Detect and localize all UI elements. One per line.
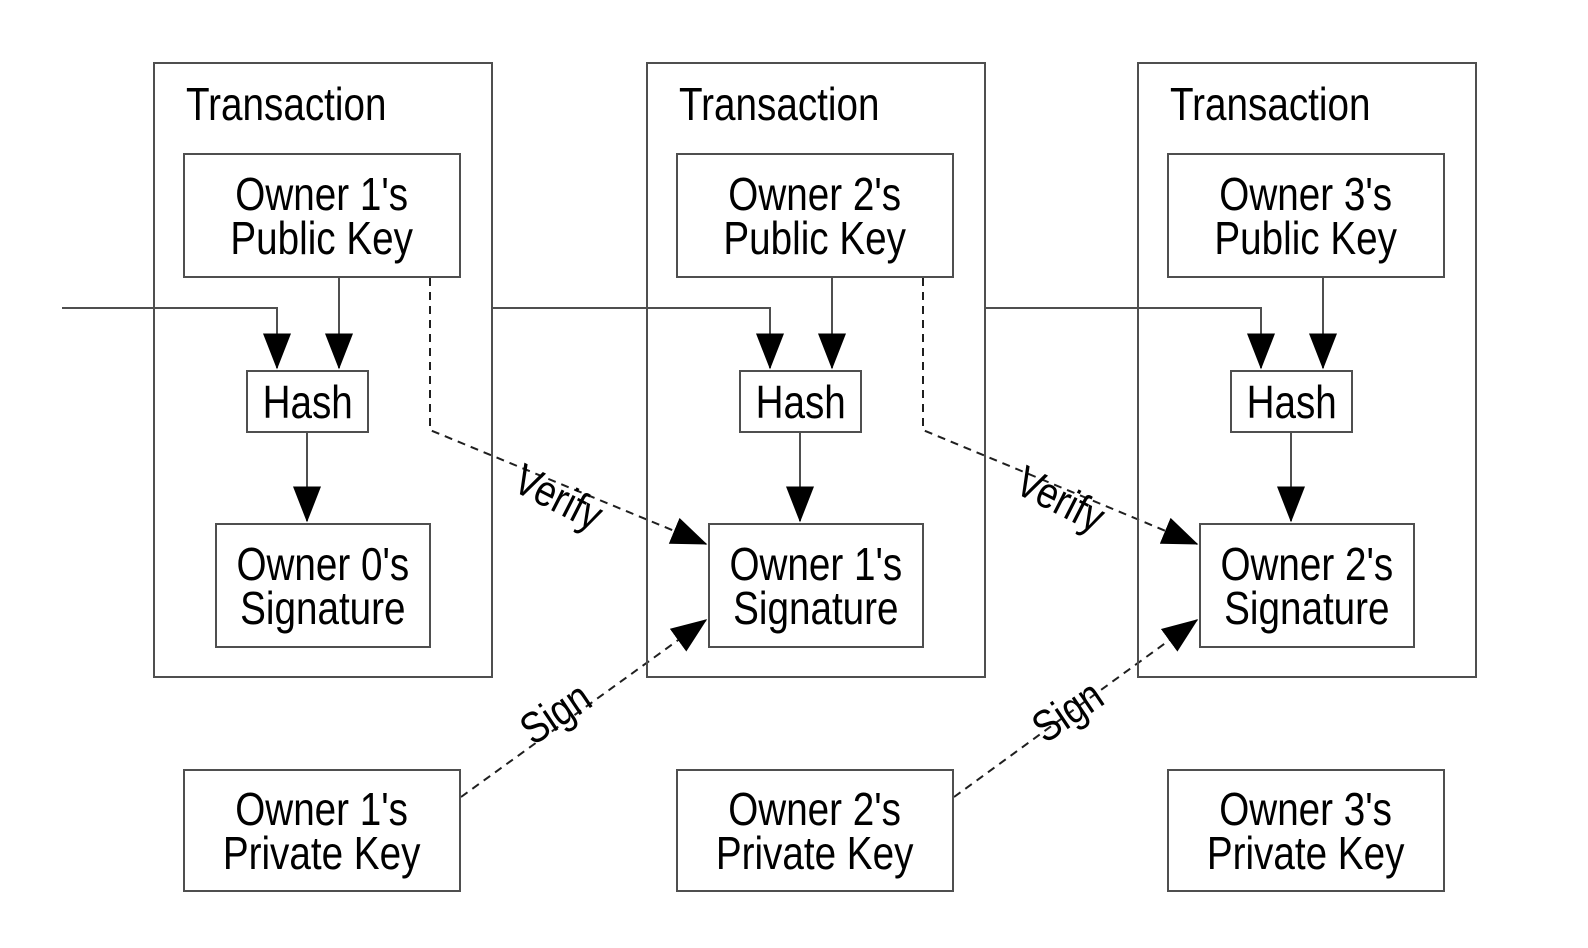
owner2-private-key-line2: Private Key xyxy=(716,826,914,879)
owner2-public-key-line2: Public Key xyxy=(723,211,907,264)
owner0-signature-box: Owner 0's Signature xyxy=(215,523,431,648)
owner2-signature-box: Owner 2's Signature xyxy=(1199,523,1415,648)
owner2-signature-line2: Signature xyxy=(1224,581,1390,634)
owner2-public-key-box: Owner 2's Public Key xyxy=(676,153,954,278)
verify-label-2: Verify xyxy=(1007,456,1113,543)
owner1-public-key-line2: Public Key xyxy=(230,211,414,264)
owner0-signature-line1: Owner 0's xyxy=(236,537,410,590)
transaction-3-box: Transaction Owner 3's Public Key Hash Ow… xyxy=(1137,62,1477,678)
owner2-private-key-box: Owner 2's Private Key xyxy=(676,769,954,892)
transaction-3-title: Transaction xyxy=(1170,78,1371,130)
owner3-private-key-box: Owner 3's Private Key xyxy=(1167,769,1445,892)
owner3-public-key-line1: Owner 3's xyxy=(1219,167,1393,220)
owner3-private-key-line2: Private Key xyxy=(1207,826,1405,879)
transaction-1-title: Transaction xyxy=(186,78,387,130)
owner1-signature-line1: Owner 1's xyxy=(729,537,903,590)
transaction-1-box: Transaction Owner 1's Public Key Hash Ow… xyxy=(153,62,493,678)
owner3-public-key-box: Owner 3's Public Key xyxy=(1167,153,1445,278)
sign-label-2: Sign xyxy=(1023,670,1113,753)
owner1-private-key-line2: Private Key xyxy=(223,826,421,879)
owner3-private-key-line1: Owner 3's xyxy=(1219,782,1393,835)
owner1-public-key-line1: Owner 1's xyxy=(235,167,409,220)
verify-label-1: Verify xyxy=(505,454,611,541)
sign-label-1: Sign xyxy=(511,672,601,755)
owner2-public-key-line1: Owner 2's xyxy=(728,167,902,220)
transaction-2-hash-label: Hash xyxy=(755,375,846,428)
transaction-1-hash-label: Hash xyxy=(262,375,353,428)
owner0-signature-line2: Signature xyxy=(240,581,406,634)
owner1-public-key-box: Owner 1's Public Key xyxy=(183,153,461,278)
transaction-3-hash-label: Hash xyxy=(1246,375,1337,428)
owner1-private-key-line1: Owner 1's xyxy=(235,782,409,835)
transaction-3-hash-box: Hash xyxy=(1230,370,1353,433)
transaction-2-hash-box: Hash xyxy=(739,370,862,433)
owner1-signature-box: Owner 1's Signature xyxy=(708,523,924,648)
owner1-private-key-box: Owner 1's Private Key xyxy=(183,769,461,892)
owner1-signature-line2: Signature xyxy=(733,581,899,634)
owner2-signature-line1: Owner 2's xyxy=(1220,537,1394,590)
transaction-1-hash-box: Hash xyxy=(246,370,369,433)
owner2-private-key-line1: Owner 2's xyxy=(728,782,902,835)
owner3-public-key-line2: Public Key xyxy=(1214,211,1398,264)
transaction-2-title: Transaction xyxy=(679,78,880,130)
transaction-2-box: Transaction Owner 2's Public Key Hash Ow… xyxy=(646,62,986,678)
